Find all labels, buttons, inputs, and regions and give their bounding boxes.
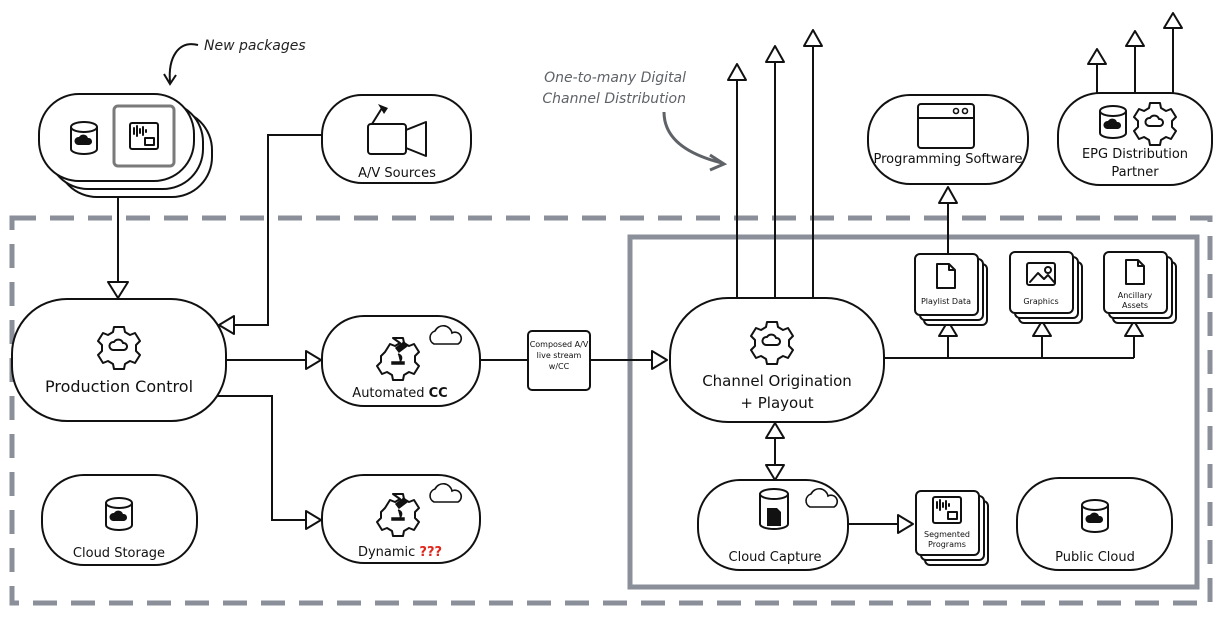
new-packages-stack: [38, 93, 213, 198]
video-camera-icon: [367, 104, 427, 157]
playlist-data-label: Playlist Data: [921, 297, 971, 306]
distribution-annotation-1: One-to-many Digital: [544, 70, 686, 86]
browser-window-icon: [917, 103, 975, 149]
composed-line-2: live stream: [537, 351, 582, 360]
cloud-storage-node[interactable]: Cloud Storage: [41, 474, 198, 566]
channel-origination-label-1: Channel Origination: [702, 372, 852, 390]
automated-cc-label: Automated CC: [352, 386, 447, 401]
composed-stream-box: Composed A/V live stream w/CC: [527, 330, 591, 391]
cloud-storage-label: Cloud Storage: [73, 546, 165, 561]
ancillary-label-1: Ancillary: [1118, 291, 1153, 300]
outer-boundary: [9, 215, 1213, 606]
ancillary-assets-stack[interactable]: Ancillary Assets: [1103, 251, 1177, 324]
composed-line-3: w/CC: [549, 362, 570, 371]
production-control-label: Production Control: [45, 377, 193, 396]
epg-label-2: Partner: [1111, 165, 1159, 180]
cloud-capture-label: Cloud Capture: [729, 550, 822, 565]
public-cloud-node[interactable]: Public Cloud: [1016, 477, 1173, 571]
channel-origination-label-2: + Playout: [740, 394, 813, 412]
dynamic-node[interactable]: Dynamic ???: [321, 474, 481, 564]
distribution-annotation-2: Channel Distribution: [542, 91, 686, 107]
sd-card-icon: [759, 488, 789, 530]
production-control-node[interactable]: Production Control: [11, 298, 227, 422]
programming-software-label: Programming Software: [873, 152, 1022, 167]
playlist-data-stack[interactable]: Playlist Data: [914, 253, 988, 326]
graphics-stack[interactable]: Graphics: [1009, 251, 1083, 324]
segmented-label-1: Segmented: [924, 530, 970, 539]
programming-software-node[interactable]: Programming Software: [867, 94, 1029, 185]
segmented-label-2: Programs: [928, 540, 966, 549]
channel-origination-node[interactable]: Channel Origination + Playout: [669, 297, 885, 423]
segmented-programs-stack[interactable]: Segmented Programs: [915, 490, 989, 566]
ancillary-label-2: Assets: [1122, 301, 1148, 310]
graphics-label: Graphics: [1023, 297, 1058, 306]
av-sources-node[interactable]: A/V Sources: [321, 94, 472, 184]
cloud-capture-node[interactable]: Cloud Capture: [697, 479, 849, 571]
new-packages-annotation: New packages: [204, 38, 306, 54]
automated-cc-node[interactable]: Automated CC: [321, 315, 481, 407]
epg-label-1: EPG Distribution: [1082, 147, 1188, 162]
composed-line-1: Composed A/V: [530, 340, 589, 349]
dynamic-label: Dynamic ???: [358, 545, 442, 560]
public-cloud-label: Public Cloud: [1055, 550, 1135, 565]
connections: [107, 12, 1183, 534]
av-sources-label: A/V Sources: [358, 166, 436, 181]
inner-boundary: [627, 234, 1200, 590]
epg-partner-node[interactable]: EPG Distribution Partner: [1057, 92, 1213, 186]
